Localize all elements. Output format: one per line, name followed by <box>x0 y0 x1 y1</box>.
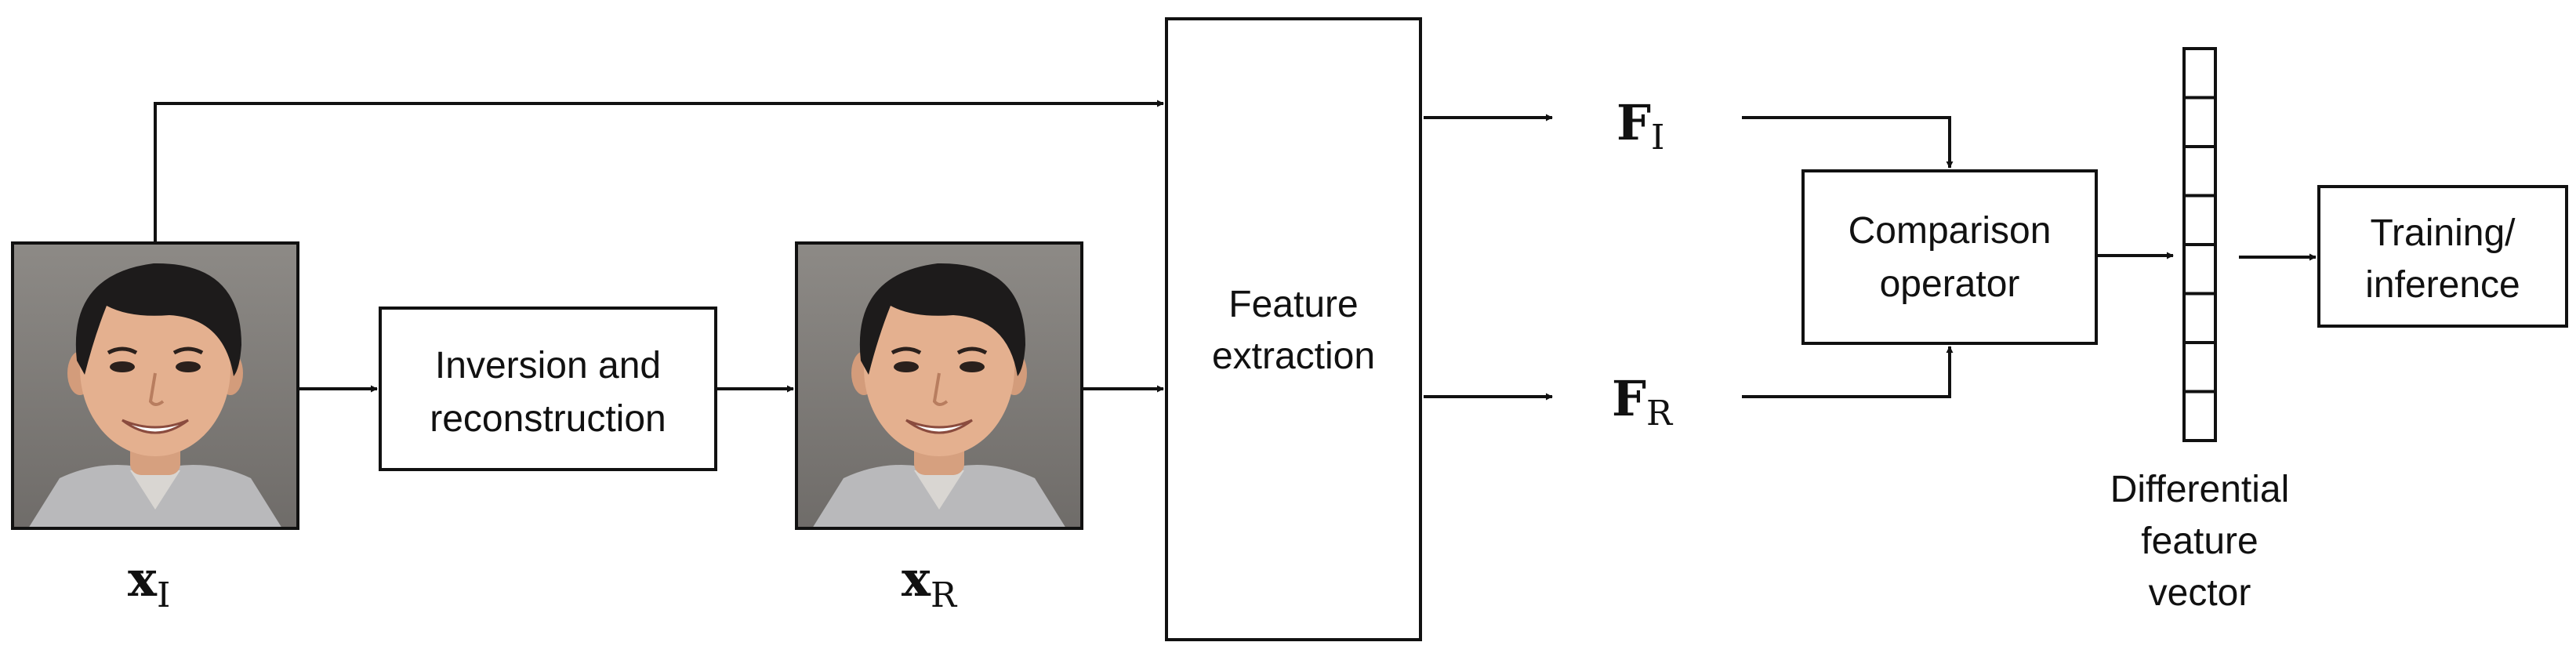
input-image-label-main: x <box>128 550 158 608</box>
diff-vector-line2: feature <box>2141 521 2258 562</box>
arrow-fi-to-comparison <box>1742 116 1954 169</box>
vector-cell <box>2182 145 2217 198</box>
input-face-image <box>13 243 298 528</box>
comparison-operator-box <box>1801 169 2098 345</box>
reconstructed-image-label-main: x <box>902 550 931 608</box>
feature-recon-label-sub: R <box>1646 394 1674 434</box>
vector-cell <box>2182 243 2217 296</box>
feature-input-label-main: F <box>1616 94 1651 151</box>
feature-recon-label-main: F <box>1612 370 1646 427</box>
input-image-label-sub: I <box>157 575 170 615</box>
comparison-box-line2: operator <box>1880 263 2020 305</box>
vector-cell <box>2182 341 2217 394</box>
inversion-box-line1: Inversion and <box>435 345 661 386</box>
vector-cell <box>2182 390 2217 442</box>
vector-cell <box>2182 292 2217 344</box>
feature-input-label: FI <box>1616 94 1664 158</box>
feature-recon-label: FR <box>1612 370 1674 434</box>
arrow-input-to-feature <box>154 100 1164 243</box>
comparison-box-line1: Comparison <box>1849 210 2052 252</box>
reconstructed-image-label-sub: R <box>931 575 958 615</box>
reconstructed-face-image <box>796 243 1082 528</box>
inversion-box-line2: reconstruction <box>430 398 666 440</box>
diff-vector-line3: vector <box>2149 572 2251 614</box>
feature-box-line2: extraction <box>1212 336 1375 377</box>
training-box-line2: inference <box>2365 264 2520 306</box>
feature-box-line1: Feature <box>1228 284 1358 325</box>
inversion-reconstruction-box <box>379 307 717 471</box>
training-box-line1: Training/ <box>2371 212 2516 254</box>
reconstructed-image-label: xR <box>902 550 958 615</box>
vector-cell <box>2182 47 2217 100</box>
vector-cell <box>2182 96 2217 148</box>
training-inference-box <box>2317 185 2568 328</box>
arrows <box>154 100 2317 401</box>
differential-feature-vector <box>2182 47 2217 442</box>
vector-cell <box>2182 194 2217 246</box>
feature-extraction-box <box>1165 17 1422 641</box>
diff-vector-line1: Differential <box>2110 469 2290 510</box>
input-image-label: xI <box>128 550 170 615</box>
feature-input-label-sub: I <box>1651 118 1664 158</box>
arrow-fr-to-comparison <box>1742 346 1954 398</box>
